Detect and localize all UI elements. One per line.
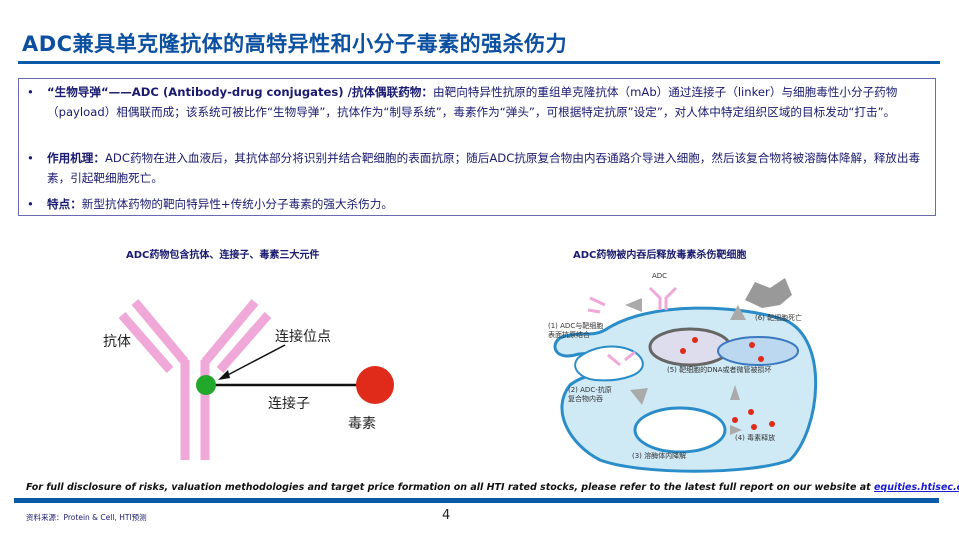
bullet-mechanism: •作用机理：ADC药物在进入血液后，其抗体部分将识别并结合靶细胞的表面抗原；随后… — [27, 151, 921, 185]
dead-cell — [745, 278, 792, 308]
summary-box: •“生物导弹“——ADC (Antibody-drug conjugates) … — [18, 78, 936, 216]
disclaimer-text: For full disclosure of risks, valuation … — [26, 482, 874, 493]
lysosome — [633, 406, 727, 454]
bullet-definition: •“生物导弹“——ADC (Antibody-drug conjugates) … — [27, 85, 898, 119]
title-divider — [18, 61, 940, 64]
toxin-circle — [356, 366, 394, 404]
adc-label: ADC — [652, 272, 667, 280]
adc-structure-diagram — [118, 299, 394, 460]
adc-icons — [587, 286, 678, 367]
bullet-features: •特点：新型抗体药物的靶向特异性+传统小分子毒素的强大杀伤力。 — [27, 197, 393, 211]
right-figure-caption: ADC药物被内吞后释放毒素杀伤靶细胞 — [573, 250, 747, 261]
site-label: 连接位点 — [275, 329, 331, 345]
left-figure-caption: ADC药物包含抗体、连接子、毒素三大元件 — [126, 250, 320, 261]
step5-label: (5) 靶细胞的DNA或者微管被损坏 — [667, 365, 772, 374]
antibody-shape — [118, 299, 272, 460]
disclaimer: For full disclosure of risks, valuation … — [26, 482, 959, 493]
adc-mechanism-diagram: ADC (1) ADC与靶细胞 表面抗原结合 (2) ADC-抗原 复合物内吞 … — [548, 272, 818, 473]
bullet-label: “生物导弹“——ADC (Antibody-drug conjugates) /… — [47, 85, 433, 99]
arrow-head — [218, 370, 230, 380]
pointer-arrow — [221, 344, 286, 379]
endosome — [574, 345, 644, 382]
step6-label: (6) 靶细胞死亡 — [755, 313, 802, 322]
step4-label: (4) 毒素释放 — [735, 433, 775, 442]
bullet-label: 作用机理： — [47, 151, 105, 165]
step1-line2: 表面抗原结合 — [548, 330, 590, 339]
website-link[interactable]: equities.htisec.com — [873, 482, 959, 493]
page-title: ADC兼具单克隆抗体的高特异性和小分子毒素的强杀伤力 — [22, 32, 568, 56]
nucleus — [648, 327, 732, 367]
bullet-text: 新型抗体药物的靶向特异性+传统小分子毒素的强大杀伤力。 — [81, 197, 393, 211]
bullet-text: 由靶向特异性抗原的重组单克隆抗体（mAb）通过连接子（linker）与细胞毒性小… — [47, 85, 898, 119]
source-note: 资料来源：Protein & Cell, HTI预测 — [26, 513, 147, 522]
step1-line1: (1) ADC与靶细胞 — [548, 321, 603, 330]
bullet-text: ADC药物在进入血液后，其抗体部分将识别并结合靶细胞的表面抗原；随后ADC抗原复… — [47, 151, 921, 185]
step3-label: (3) 溶酶体内降解 — [632, 451, 686, 460]
linker-site-dot — [196, 375, 216, 395]
footer-bar — [14, 498, 939, 503]
toxin-label: 毒素 — [348, 416, 376, 432]
toxin-dots — [680, 337, 775, 430]
antibody-label: 抗体 — [103, 334, 131, 350]
linker-label: 连接子 — [268, 396, 310, 412]
step2-line1: (2) ADC-抗原 — [568, 385, 612, 394]
step2-line2: 复合物内吞 — [568, 394, 603, 403]
bullet-label: 特点： — [47, 197, 82, 211]
process-arrows — [625, 298, 746, 435]
page-number: 4 — [442, 508, 451, 523]
microtubule — [717, 336, 799, 366]
